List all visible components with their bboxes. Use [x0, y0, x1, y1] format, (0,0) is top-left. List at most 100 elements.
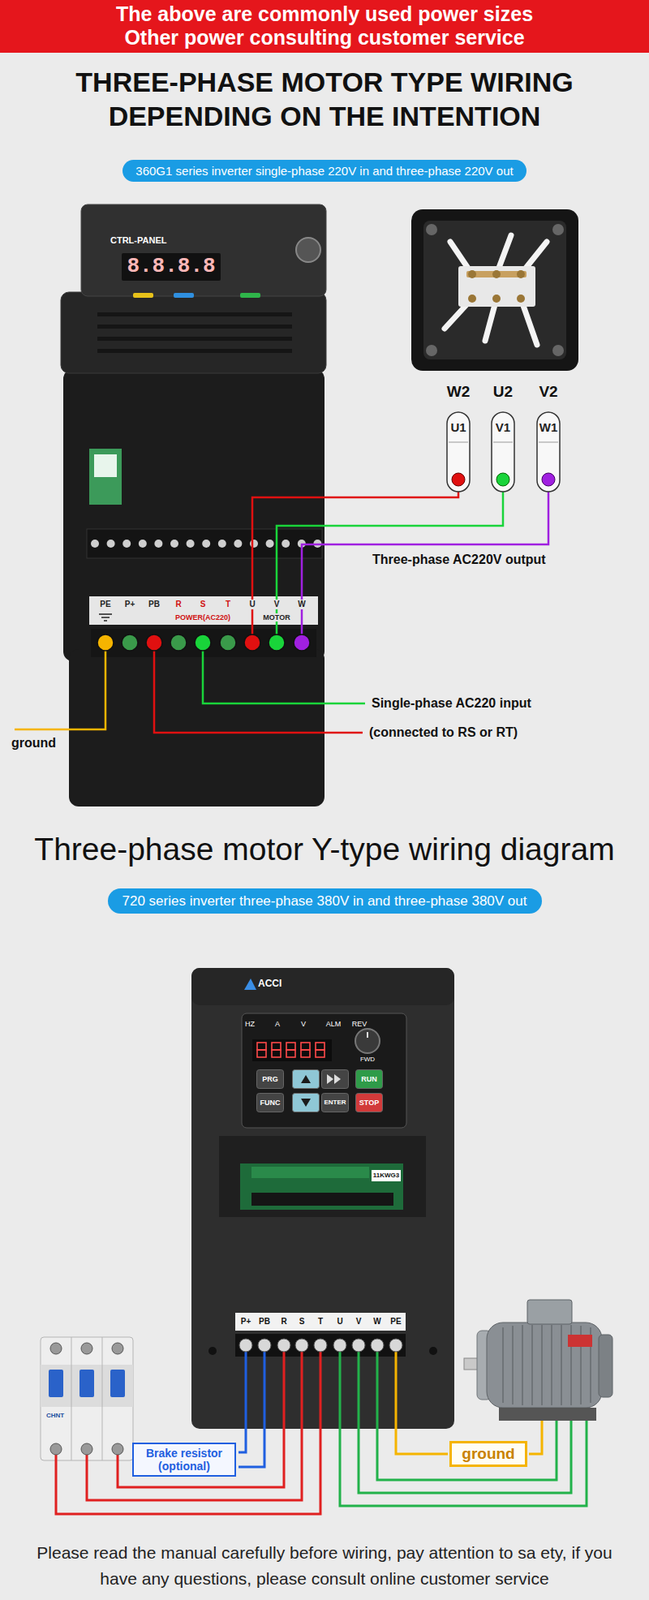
stud	[468, 270, 477, 279]
led-display	[252, 1039, 332, 1062]
safety-note: Please read the manual carefully before …	[24, 1539, 625, 1592]
node-text: The above are commonly used power sizes	[0, 2, 649, 26]
screw	[281, 539, 290, 548]
ground-wire	[14, 650, 106, 730]
output-wire	[301, 485, 549, 635]
stud	[492, 270, 501, 279]
ground-symbol	[103, 619, 108, 622]
terminal-group-label: MOTOR	[262, 613, 291, 622]
terminal-pin	[537, 412, 560, 492]
power-screws	[97, 634, 310, 651]
inverter-body	[63, 369, 325, 662]
screw	[370, 1338, 384, 1352]
fin	[550, 1324, 553, 1406]
terminal-label: PE	[389, 1316, 402, 1327]
led-digit	[257, 1042, 267, 1050]
wiring-note: ground	[11, 735, 56, 751]
terminal-group-label: POWER(AC220)	[174, 613, 232, 622]
lid-vent	[97, 312, 293, 317]
key	[356, 1093, 383, 1113]
screw	[244, 634, 261, 651]
screw	[389, 1338, 403, 1352]
pin-dot	[541, 472, 555, 486]
screw	[293, 634, 310, 651]
input-wire	[86, 1351, 302, 1501]
brand-logo	[244, 978, 257, 990]
qr-sticker	[89, 448, 122, 505]
screw	[425, 344, 438, 357]
ground-symbol	[101, 616, 110, 619]
node-text: 720 series inverter three-phase 380V in …	[122, 892, 528, 910]
screw	[313, 1338, 327, 1352]
indicator-label: REV	[352, 1019, 368, 1028]
screw	[266, 539, 275, 548]
series-pill: 720 series inverter three-phase 380V in …	[107, 888, 542, 914]
node-text: Brake resistor (optional)	[138, 1446, 230, 1473]
motor-nameplate	[567, 1334, 593, 1347]
terminal-label: T	[317, 1316, 324, 1327]
ground-wire	[528, 1420, 542, 1454]
key-label: PRG	[262, 1074, 279, 1084]
led-digit	[315, 1049, 325, 1058]
screw	[81, 1443, 93, 1455]
key-label: STOP	[359, 1098, 379, 1107]
screw	[219, 634, 237, 651]
fin	[521, 1324, 524, 1406]
screw	[170, 634, 187, 651]
mount-hole	[429, 1346, 438, 1355]
top-banner: The above are commonly used power sizesO…	[0, 0, 649, 53]
control-panel	[81, 204, 327, 297]
led-digit	[271, 1042, 281, 1050]
terminal-pin	[446, 412, 470, 492]
node-text: 360G1 series inverter single-phase 220V …	[135, 163, 513, 179]
lid-vent	[97, 324, 293, 329]
terminal-label: PB	[257, 1316, 271, 1327]
control-terminals	[251, 1192, 394, 1206]
ground-wire	[395, 1351, 448, 1454]
key	[240, 292, 261, 298]
pin-divider	[538, 442, 559, 443]
brake-wire	[238, 1351, 246, 1453]
terminal-name: U1	[450, 420, 466, 435]
terminal-label: P+	[124, 599, 137, 610]
key	[292, 1093, 320, 1113]
led-digit	[257, 1049, 267, 1058]
led-digit	[300, 1042, 310, 1050]
terminal-label: W	[296, 599, 306, 610]
control-screws	[90, 539, 322, 548]
indicator-label: HZ	[244, 1019, 255, 1028]
screw	[50, 1342, 62, 1354]
screw	[277, 1338, 291, 1352]
screw	[122, 539, 131, 548]
screw	[552, 344, 564, 357]
screw	[249, 539, 258, 548]
key-label: ENTER	[323, 1098, 346, 1106]
ground-box: ground	[449, 1440, 528, 1467]
screw	[295, 1338, 309, 1352]
terminal-pin	[491, 412, 515, 492]
screw	[50, 1443, 62, 1455]
terminal-label: R	[174, 599, 182, 610]
screw	[239, 1338, 253, 1352]
screw	[352, 1338, 366, 1352]
breaker-toggle	[110, 1369, 125, 1397]
wiring-note: (connected to RS or RT)	[369, 725, 518, 740]
ground-symbol	[98, 613, 112, 615]
key	[322, 1070, 349, 1089]
control-terminals	[251, 1166, 370, 1178]
breaker-brand: CHNT	[46, 1411, 65, 1419]
terminal-name: U2	[493, 382, 513, 401]
fin	[541, 1324, 543, 1406]
led-digit	[271, 1049, 281, 1058]
terminal-box	[411, 209, 579, 371]
brake-wire	[238, 1351, 265, 1467]
section-heading: Three-phase motor Y-type wiring diagram	[34, 831, 615, 869]
series-pill: 360G1 series inverter single-phase 220V …	[122, 159, 526, 182]
indicator-label: V	[300, 1019, 306, 1028]
qr-code	[94, 454, 117, 478]
inverter-body	[191, 967, 455, 1429]
key-label: RUN	[361, 1074, 378, 1084]
output-wire	[358, 1351, 572, 1493]
terminal-name: W2	[446, 382, 471, 401]
